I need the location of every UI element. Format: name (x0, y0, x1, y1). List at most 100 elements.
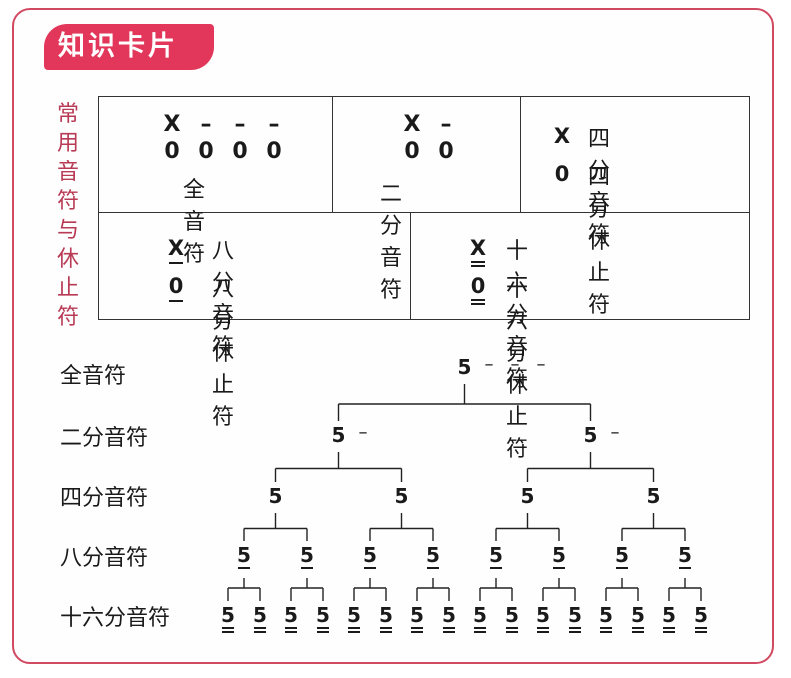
side-label-char: 符 (56, 189, 79, 214)
underline (663, 631, 675, 633)
tree-note: 5 (344, 603, 364, 633)
tree-note: 5 (612, 543, 632, 569)
tree-note: 5 (407, 603, 427, 633)
tree-note-text: 5 (536, 603, 550, 627)
tree-note: 5 (549, 543, 569, 569)
tree-note-text: 5 (662, 603, 676, 627)
tree-note-text: 5 (347, 603, 361, 627)
notes-table (98, 96, 750, 320)
note-x: X (403, 112, 421, 137)
underline (632, 631, 644, 633)
tree-note: 5 (502, 603, 522, 633)
tree-note-text: 5 (489, 543, 503, 567)
tree-note: 5 (518, 484, 538, 508)
underline (169, 262, 183, 264)
underline (285, 631, 297, 633)
tree-note: 5 (423, 543, 443, 569)
tree-note: 5 (644, 484, 664, 508)
tree-note: 5 (392, 484, 412, 508)
eighth-note-symbol-text: X (167, 236, 185, 260)
underline (301, 567, 313, 569)
knowledge-card (12, 8, 774, 664)
tree-note: 5 (281, 603, 301, 633)
tree-note-text: 5 (331, 423, 346, 447)
underline (569, 627, 581, 629)
rest-zero: 0 (198, 139, 214, 164)
underline (471, 265, 485, 267)
underline (537, 631, 549, 633)
tree-note: 5 (659, 603, 679, 633)
side-label-char: 常 (56, 102, 79, 127)
underline (679, 567, 691, 569)
tree-note-text: 5 (363, 543, 377, 567)
half-note-caption: 二分音符 (380, 182, 403, 303)
eighth-rest-symbol: 0 (166, 274, 186, 302)
underline (616, 567, 628, 569)
tree-note-text: 5 (520, 484, 535, 508)
rest-zero: 0 (404, 139, 420, 164)
underline (348, 627, 360, 629)
tree-note: 5 (329, 423, 349, 447)
whole-note-caption: 全音符 (183, 178, 206, 267)
rest-zero: 0 (232, 139, 248, 164)
dash: – (200, 112, 212, 137)
tree-dash: – (484, 354, 494, 375)
tree-note-text: 5 (268, 484, 283, 508)
eighth-note-symbol: X (166, 236, 186, 264)
sixteenth-rest-symbol: 0 (468, 274, 488, 305)
side-label-char: 与 (56, 218, 79, 243)
tree-note: 5 (313, 603, 333, 633)
underline (238, 567, 250, 569)
table-row-divider (98, 212, 750, 213)
underline (443, 627, 455, 629)
side-label-char: 止 (56, 276, 79, 301)
tree-note: 5 (486, 543, 506, 569)
note-x: X (163, 112, 181, 137)
sixteenth-rest-name: 十六分休止符 (506, 277, 529, 462)
tree-note: 5 (533, 603, 553, 633)
sixteenth-note-symbol-text: X (469, 236, 487, 260)
tree-dash: – (536, 354, 546, 375)
tree-note-text: 5 (505, 603, 519, 627)
underline (474, 631, 486, 633)
quarter-note-name: 四分音符 (588, 127, 611, 248)
table-col-divider (520, 96, 521, 212)
side-label-char: 用 (56, 131, 79, 156)
tree-note: 5 (250, 603, 270, 633)
underline (427, 567, 439, 569)
underline (411, 627, 423, 629)
underline (364, 567, 376, 569)
side-label-char: 音 (56, 160, 79, 185)
side-label-char: 休 (56, 247, 79, 272)
underline (632, 627, 644, 629)
dash: – (440, 112, 452, 137)
tree-note-text: 5 (583, 423, 598, 447)
underline (254, 631, 266, 633)
tree-note-text: 5 (552, 543, 566, 567)
tree-note-text: 5 (300, 543, 314, 567)
tree-note: 5 (297, 543, 317, 569)
tree-row-label: 十六分音符 (60, 606, 171, 631)
tree-note-text: 5 (568, 603, 582, 627)
table-col-divider (410, 212, 411, 320)
sixteenth-rest-symbol-text: 0 (470, 274, 486, 298)
underline (348, 631, 360, 633)
underline (506, 627, 518, 629)
tree-dash: – (358, 422, 368, 443)
tree-note-text: 5 (631, 603, 645, 627)
underline (254, 627, 266, 629)
tree-dash: – (510, 354, 520, 375)
tree-note: 5 (455, 355, 475, 379)
underline (471, 299, 485, 301)
underline (222, 631, 234, 633)
table-col-divider (332, 96, 333, 212)
tree-row-label: 八分音符 (60, 546, 149, 571)
card-title-badge: 知识卡片 (44, 24, 214, 70)
tree-note: 5 (628, 603, 648, 633)
tree-note-text: 5 (237, 543, 251, 567)
underline (506, 631, 518, 633)
side-label: 常 用 音 符 与 休 止 符 (52, 100, 84, 332)
tree-note: 5 (439, 603, 459, 633)
tree-note: 5 (470, 603, 490, 633)
dash: – (234, 112, 246, 137)
